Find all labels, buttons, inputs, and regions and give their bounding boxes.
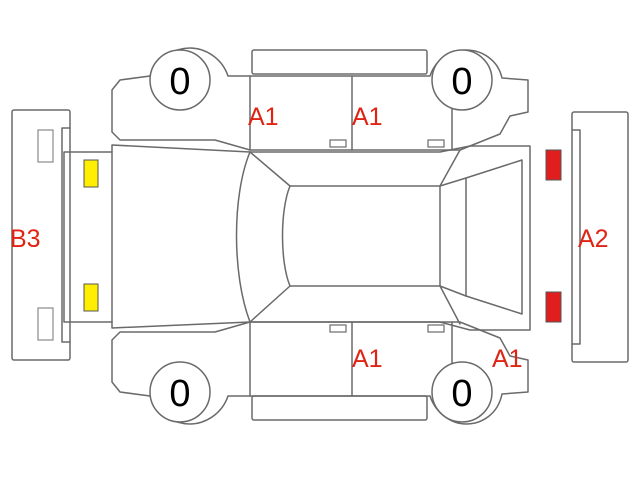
right-front-door-handle xyxy=(329,324,347,333)
front-left-tire-score: 0 xyxy=(169,61,190,103)
right-rear-door-handle xyxy=(427,324,445,333)
front-left-headlamp xyxy=(83,159,99,188)
damage-label-front-left-door: A1 xyxy=(248,103,279,131)
rear-bumper xyxy=(571,111,629,363)
front-bumper-upper-vent xyxy=(37,129,54,163)
front-right-headlamp xyxy=(83,283,99,312)
rear-right-taillamp xyxy=(545,291,562,323)
left-rear-door-handle xyxy=(427,139,445,148)
front-right-tire-score: 0 xyxy=(169,373,190,415)
damage-label-rear-left-door: A1 xyxy=(352,103,383,131)
left-roof-rail xyxy=(251,49,428,75)
front-left-wheel: 0 xyxy=(149,49,211,111)
left-front-door-handle xyxy=(329,139,347,148)
damage-label-rear-bumper: A2 xyxy=(578,225,609,253)
rear-left-taillamp xyxy=(545,149,562,181)
right-roof-rail xyxy=(251,395,428,421)
rear-left-tire-score: 0 xyxy=(451,61,472,103)
damage-label-front-right-door: A1 xyxy=(352,345,383,373)
front-right-wheel: 0 xyxy=(149,361,211,423)
front-bumper-lower-vent xyxy=(37,307,54,341)
car-top-view xyxy=(63,144,531,331)
rear-right-tire-score: 0 xyxy=(451,373,472,415)
damage-label-front-bumper: B3 xyxy=(10,225,41,253)
damage-label-rear-right-quarter: A1 xyxy=(492,345,523,373)
rear-right-wheel: 0 xyxy=(431,361,493,423)
rear-left-wheel: 0 xyxy=(431,49,493,111)
front-bumper xyxy=(11,109,71,361)
